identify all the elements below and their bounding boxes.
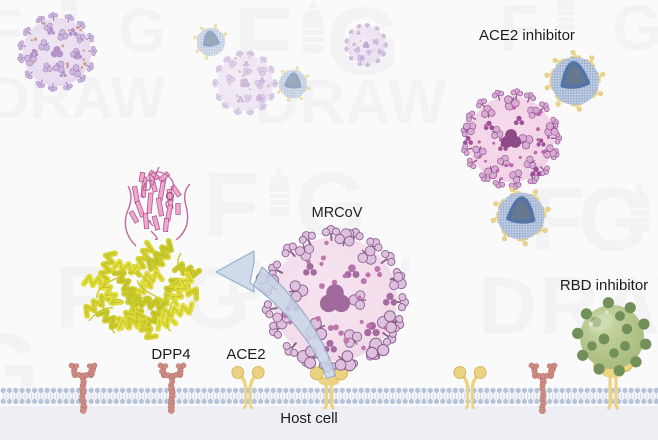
svg-text:G: G — [118, 0, 166, 66]
svg-text:F: F — [203, 154, 259, 256]
svg-text:F: F — [0, 0, 23, 66]
svg-text:F: F — [500, 0, 539, 64]
svg-text:MRCoV: MRCoV — [312, 205, 363, 221]
svg-text:DPP4: DPP4 — [151, 346, 190, 363]
svg-text:Host cell: Host cell — [280, 410, 338, 427]
svg-text:RBD inhibitor: RBD inhibitor — [560, 277, 648, 294]
svg-text:G: G — [612, 0, 658, 64]
svg-text:ACE2 inhibitor: ACE2 inhibitor — [479, 27, 575, 44]
svg-text:ACE2: ACE2 — [226, 346, 265, 363]
